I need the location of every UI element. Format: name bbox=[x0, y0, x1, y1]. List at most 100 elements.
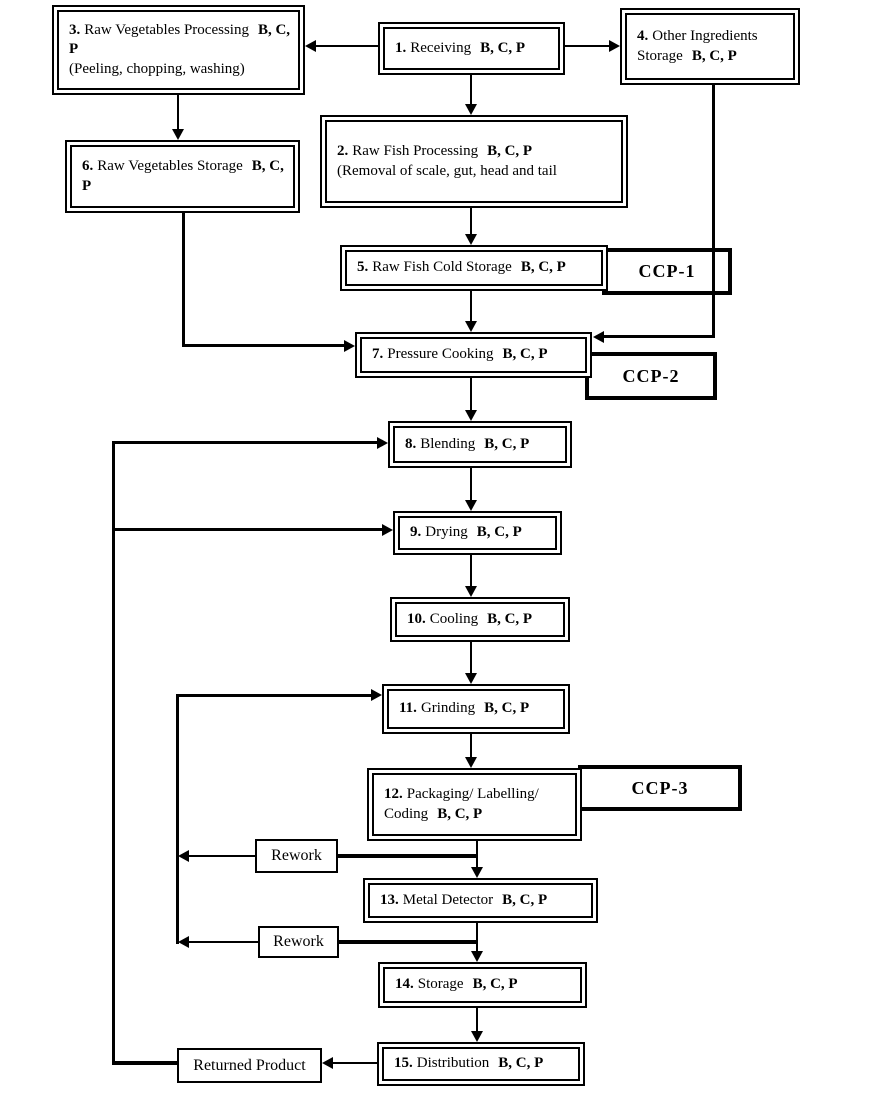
ccp-1-label: CCP-1 bbox=[638, 261, 696, 281]
node-number: 9. bbox=[410, 524, 422, 541]
arrowhead-down-icon bbox=[471, 867, 483, 878]
connector-6-to-7-vertical bbox=[182, 213, 185, 347]
ccp-3-box: CCP-3 bbox=[578, 765, 742, 811]
node-label: Other Ingredients Storage bbox=[637, 28, 758, 64]
connector-12-to-13 bbox=[476, 841, 478, 869]
node-label: Pressure Cooking bbox=[387, 346, 494, 363]
node-number: 5. bbox=[357, 259, 369, 276]
node-label: Packaging/ Labelling/ Coding bbox=[384, 786, 539, 822]
node-number: 2. bbox=[337, 143, 349, 160]
connector-7-to-8 bbox=[470, 378, 472, 413]
connector-rework-feed-horizontal bbox=[176, 694, 371, 697]
node-number: 15. bbox=[394, 1055, 413, 1072]
connector-4-to-7-vertical bbox=[712, 85, 715, 337]
node-number: 13. bbox=[380, 891, 399, 908]
connector-rework2-right bbox=[339, 940, 477, 944]
node-hazards: B, C, P bbox=[520, 259, 566, 276]
ccp-2-label: CCP-2 bbox=[622, 365, 680, 386]
arrowhead-left-icon bbox=[178, 936, 189, 948]
arrowhead-down-icon bbox=[471, 951, 483, 962]
node-label: Grinding bbox=[420, 700, 476, 717]
node-hazards: B, C, P bbox=[69, 22, 291, 58]
node-hazards: B, C, P bbox=[437, 805, 483, 822]
arrowhead-right-icon bbox=[344, 340, 355, 352]
connector-1-to-3 bbox=[316, 45, 378, 47]
arrowhead-down-icon bbox=[465, 321, 477, 332]
arrowhead-down-icon bbox=[172, 129, 184, 140]
node-number: 14. bbox=[395, 976, 414, 993]
node-hazards: B, C, P bbox=[476, 524, 522, 541]
connector-returned-to-8 bbox=[112, 441, 377, 444]
connector-rework2-left bbox=[189, 941, 258, 943]
node-hazards: B, C, P bbox=[691, 47, 737, 64]
node-label: Metal Detector bbox=[402, 891, 494, 908]
arrowhead-down-icon bbox=[465, 410, 477, 421]
arrowhead-right-icon bbox=[377, 437, 388, 449]
arrowhead-down-icon bbox=[465, 586, 477, 597]
arrowhead-down-icon bbox=[465, 500, 477, 511]
node-number: 12. bbox=[384, 786, 403, 803]
connector-2-to-5 bbox=[470, 208, 472, 236]
node-number: 8. bbox=[405, 435, 417, 452]
arrowhead-down-icon bbox=[465, 234, 477, 245]
node-hazards: B, C, P bbox=[484, 435, 530, 452]
ccp-1-box: CCP-1 bbox=[602, 248, 732, 295]
arrowhead-right-icon bbox=[609, 40, 620, 52]
node-9-drying: 9.Drying B, C, P bbox=[393, 511, 562, 555]
node-label: Distribution bbox=[416, 1055, 490, 1072]
arrowhead-down-icon bbox=[465, 757, 477, 768]
rework-box-2: Rework bbox=[258, 926, 339, 958]
connector-returned-to-9 bbox=[112, 528, 382, 531]
node-number: 10. bbox=[407, 610, 426, 627]
arrowhead-left-icon bbox=[305, 40, 316, 52]
arrowhead-down-icon bbox=[471, 1031, 483, 1042]
node-label: Drying bbox=[425, 524, 468, 541]
connector-returned-vertical bbox=[112, 441, 115, 1065]
node-13-metal-detector: 13.Metal Detector B, C, P bbox=[363, 878, 598, 923]
node-number: 3. bbox=[69, 22, 81, 39]
arrowhead-left-icon bbox=[593, 331, 604, 343]
arrowhead-right-icon bbox=[371, 689, 382, 701]
node-hazards: B, C, P bbox=[472, 976, 518, 993]
node-frame: 13.Metal Detector B, C, P bbox=[368, 883, 593, 918]
connector-5-to-7 bbox=[470, 291, 472, 322]
connector-4-to-7-horizontal bbox=[604, 335, 715, 338]
connector-1-to-4 bbox=[565, 45, 609, 47]
connector-8-to-9 bbox=[470, 468, 472, 502]
arrowhead-left-icon bbox=[178, 850, 189, 862]
connector-9-to-10 bbox=[470, 555, 472, 588]
node-label: Raw Fish Cold Storage bbox=[372, 259, 512, 276]
node-label: Raw Fish Processing bbox=[352, 143, 479, 160]
ccp-2-box: CCP-2 bbox=[585, 352, 717, 400]
node-number: 7. bbox=[372, 346, 384, 363]
node-label: Raw Vegetables Storage bbox=[97, 158, 243, 175]
arrowhead-right-icon bbox=[382, 524, 393, 536]
connector-rework1-left bbox=[189, 855, 255, 857]
node-hazards: B, C, P bbox=[480, 39, 526, 56]
arrowhead-down-icon bbox=[465, 104, 477, 115]
node-number: 6. bbox=[82, 158, 94, 175]
returned-product-box: Returned Product bbox=[177, 1048, 322, 1083]
rework-box-1: Rework bbox=[255, 839, 338, 873]
node-hazards: B, C, P bbox=[502, 891, 548, 908]
node-hazards: B, C, P bbox=[484, 700, 530, 717]
connector-10-to-11 bbox=[470, 642, 472, 675]
node-hazards: B, C, P bbox=[82, 158, 284, 194]
